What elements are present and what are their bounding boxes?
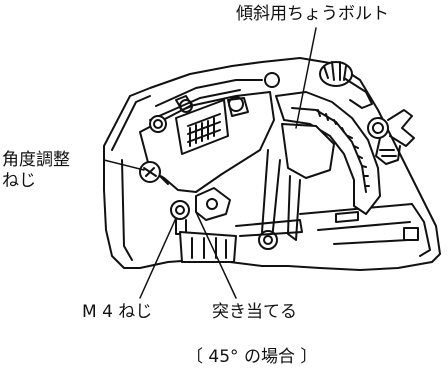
label-angle-adjust-screw: 角度調整 xyxy=(2,150,70,170)
leader-angle-screw xyxy=(103,159,145,171)
upper-frame xyxy=(139,72,280,193)
bevel-scale xyxy=(261,91,381,241)
figure-caption: 〔 45° の場合 〕 xyxy=(186,347,318,367)
label-m4-screw: M 4 ねじ xyxy=(82,302,153,322)
leader-stop xyxy=(195,211,237,299)
leader-tilt-bolt xyxy=(295,27,317,129)
label-tilt-wing-bolt: 傾斜用ちょうボルト xyxy=(236,4,389,24)
m4-screw xyxy=(170,200,190,235)
stopper-bracket xyxy=(179,187,303,263)
tilt-wing-bolt xyxy=(319,61,415,165)
leader-m4-screw xyxy=(139,217,177,299)
label-angle-adjust-screw-2: ねじ xyxy=(2,171,36,191)
label-stop: 突き当てる xyxy=(212,302,297,322)
leader-lines xyxy=(103,27,317,299)
angle-adjust-screw xyxy=(139,161,169,185)
